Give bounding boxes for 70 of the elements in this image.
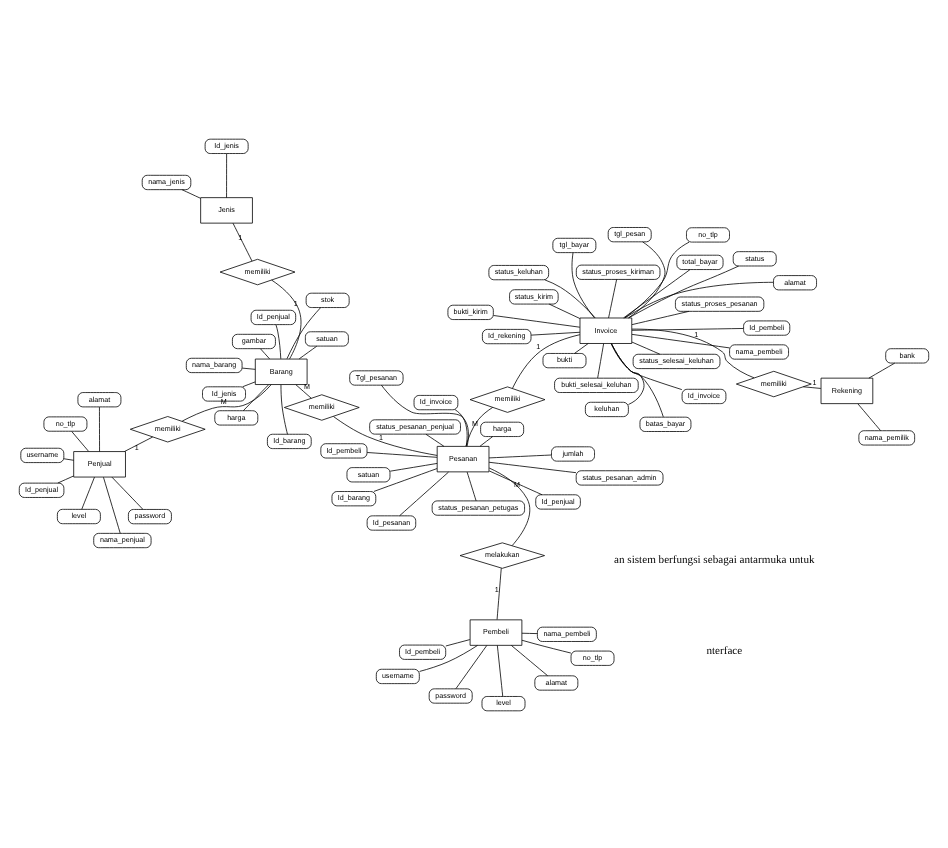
connector bbox=[623, 268, 691, 318]
connector bbox=[511, 644, 549, 676]
connector bbox=[373, 467, 438, 491]
connector bbox=[521, 638, 572, 653]
connector bbox=[71, 430, 89, 451]
connector bbox=[181, 188, 201, 198]
connector bbox=[631, 327, 755, 378]
connector bbox=[631, 327, 744, 330]
connector bbox=[111, 475, 144, 509]
connector bbox=[488, 460, 577, 473]
connector bbox=[597, 342, 605, 378]
connector bbox=[530, 330, 581, 335]
connector bbox=[103, 475, 121, 533]
connector bbox=[493, 314, 581, 327]
connector bbox=[81, 475, 95, 509]
connector bbox=[631, 309, 690, 324]
connector bbox=[419, 644, 478, 671]
connector bbox=[271, 278, 302, 359]
connector bbox=[611, 342, 664, 417]
connector bbox=[333, 415, 438, 455]
connector bbox=[465, 406, 494, 446]
connector bbox=[241, 366, 256, 369]
connector bbox=[521, 631, 538, 633]
connector bbox=[466, 470, 477, 501]
connector bbox=[611, 342, 645, 404]
connector bbox=[295, 383, 312, 398]
connector bbox=[366, 451, 438, 457]
connector bbox=[57, 474, 74, 483]
connector bbox=[298, 344, 318, 359]
connector bbox=[455, 644, 488, 689]
connector bbox=[802, 385, 822, 388]
connector bbox=[868, 361, 896, 378]
connector bbox=[544, 278, 596, 318]
connector bbox=[425, 432, 445, 446]
connector bbox=[512, 333, 581, 388]
connector bbox=[574, 342, 589, 353]
connector bbox=[479, 435, 494, 446]
connector bbox=[181, 383, 272, 421]
connector bbox=[608, 278, 618, 318]
connector bbox=[571, 251, 595, 318]
connector bbox=[124, 435, 154, 451]
connector bbox=[631, 332, 730, 348]
connector bbox=[260, 347, 270, 359]
connector bbox=[232, 221, 253, 261]
connector bbox=[496, 644, 504, 696]
connector bbox=[496, 566, 502, 619]
connector bbox=[624, 280, 774, 318]
connector bbox=[275, 323, 282, 359]
connector bbox=[488, 469, 543, 495]
connector bbox=[286, 306, 322, 359]
connector bbox=[488, 466, 531, 545]
connector bbox=[63, 457, 75, 460]
connector bbox=[445, 638, 471, 646]
connector bbox=[624, 240, 690, 318]
connector bbox=[548, 302, 581, 318]
connector bbox=[628, 264, 740, 318]
connector bbox=[242, 380, 256, 387]
connector bbox=[454, 408, 468, 446]
connector bbox=[381, 383, 469, 446]
connector bbox=[226, 152, 227, 197]
connector bbox=[631, 340, 661, 354]
connector bbox=[99, 405, 100, 451]
connector bbox=[280, 383, 288, 434]
connector bbox=[857, 402, 881, 430]
connector bbox=[610, 342, 683, 389]
connector bbox=[242, 383, 269, 411]
connector bbox=[399, 470, 449, 516]
connector bbox=[488, 453, 552, 458]
connector bbox=[628, 240, 666, 318]
connector bbox=[389, 462, 438, 471]
